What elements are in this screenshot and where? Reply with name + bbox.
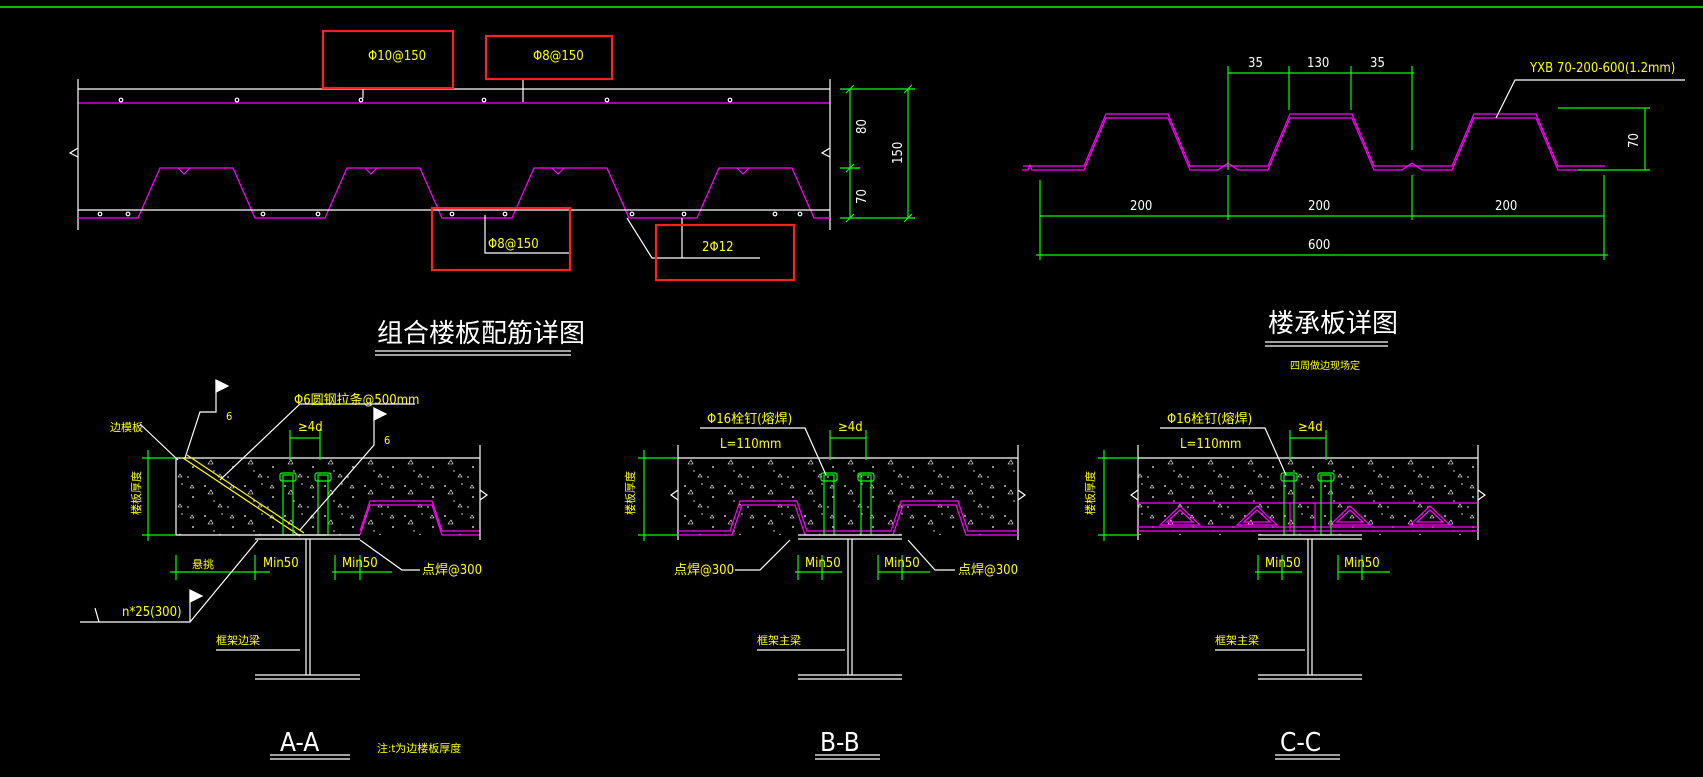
deck-profile-detail <box>1022 66 1685 347</box>
min-label: Min50 <box>342 556 378 571</box>
thickness-label: 楼板厚度 <box>1083 471 1097 515</box>
section-b-b <box>638 427 1027 760</box>
dimension-label: 200 <box>1308 199 1330 214</box>
highlight-box <box>321 29 455 90</box>
weld-size-label: 6 <box>384 434 390 447</box>
rebar-label: 2Φ12 <box>702 240 734 255</box>
spacing-label: ≥4d <box>298 420 323 435</box>
dimension-label: 70 <box>1627 133 1642 148</box>
detail-title: 楼承板详图 <box>1268 309 1398 339</box>
dimension-label: 70 <box>855 189 870 204</box>
beam-label: 框架边梁 <box>216 633 260 647</box>
section-title: A-A <box>280 728 319 758</box>
highlight-box <box>430 206 572 272</box>
spot-weld-label: 点焊@300 <box>674 562 734 578</box>
stud-length-label: L=110mm <box>1180 437 1241 452</box>
detail-title: 组合楼板配筋详图 <box>377 319 585 349</box>
dimension-label: 130 <box>1307 56 1329 71</box>
min-label: Min50 <box>263 556 299 571</box>
overhang-label: 悬挑 <box>192 557 214 571</box>
dimension-label: 200 <box>1495 199 1517 214</box>
highlight-box <box>484 34 614 81</box>
thickness-label: 楼板厚度 <box>129 471 143 515</box>
edge-plate-label: 边模板 <box>110 420 143 434</box>
rebar-label: Φ8@150 <box>533 49 584 64</box>
dimension-label: 35 <box>1370 56 1385 71</box>
stud-label: Φ16栓钉(熔焊) <box>707 411 792 427</box>
spacing-label: ≥4d <box>838 420 863 435</box>
beam-label: 框架主梁 <box>1215 633 1259 647</box>
section-title: B-B <box>820 728 860 758</box>
dimension-label: 150 <box>891 142 906 164</box>
section-c-c <box>1098 427 1487 760</box>
dimension-label: 80 <box>855 119 870 134</box>
section-a-a <box>80 379 489 760</box>
spot-weld-label: 点焊@300 <box>422 562 482 578</box>
min-label: Min50 <box>884 556 920 571</box>
min-label: Min50 <box>805 556 841 571</box>
weld-size-label: 6 <box>226 410 232 423</box>
section-title: C-C <box>1280 728 1321 758</box>
pitch-label: n*25(300) <box>122 605 182 620</box>
spacing-label: ≥4d <box>1298 420 1323 435</box>
detail-note: 四周做边现场定 <box>1290 359 1360 372</box>
rebar-label: Φ10@150 <box>368 49 426 64</box>
rebar-label: Φ8@150 <box>488 237 539 252</box>
min-label: Min50 <box>1265 556 1301 571</box>
beam-label: 框架主梁 <box>757 633 801 647</box>
thickness-label: 楼板厚度 <box>623 471 637 515</box>
min-label: Min50 <box>1344 556 1380 571</box>
product-label: YXB 70-200-600(1.2mm) <box>1529 61 1675 76</box>
highlight-box <box>654 223 796 282</box>
dimension-label: 35 <box>1248 56 1263 71</box>
composite-slab-detail <box>68 29 915 356</box>
stud-label: Φ16栓钉(熔焊) <box>1167 411 1252 427</box>
stud-length-label: L=110mm <box>720 437 781 452</box>
dimension-label: 200 <box>1130 199 1152 214</box>
tie-rod-label: Φ6圆钢拉条@500mm <box>294 392 419 408</box>
dimension-label: 600 <box>1308 238 1330 253</box>
spot-weld-label: 点焊@300 <box>958 562 1018 578</box>
section-note: 注:t为边楼板厚度 <box>377 741 461 755</box>
